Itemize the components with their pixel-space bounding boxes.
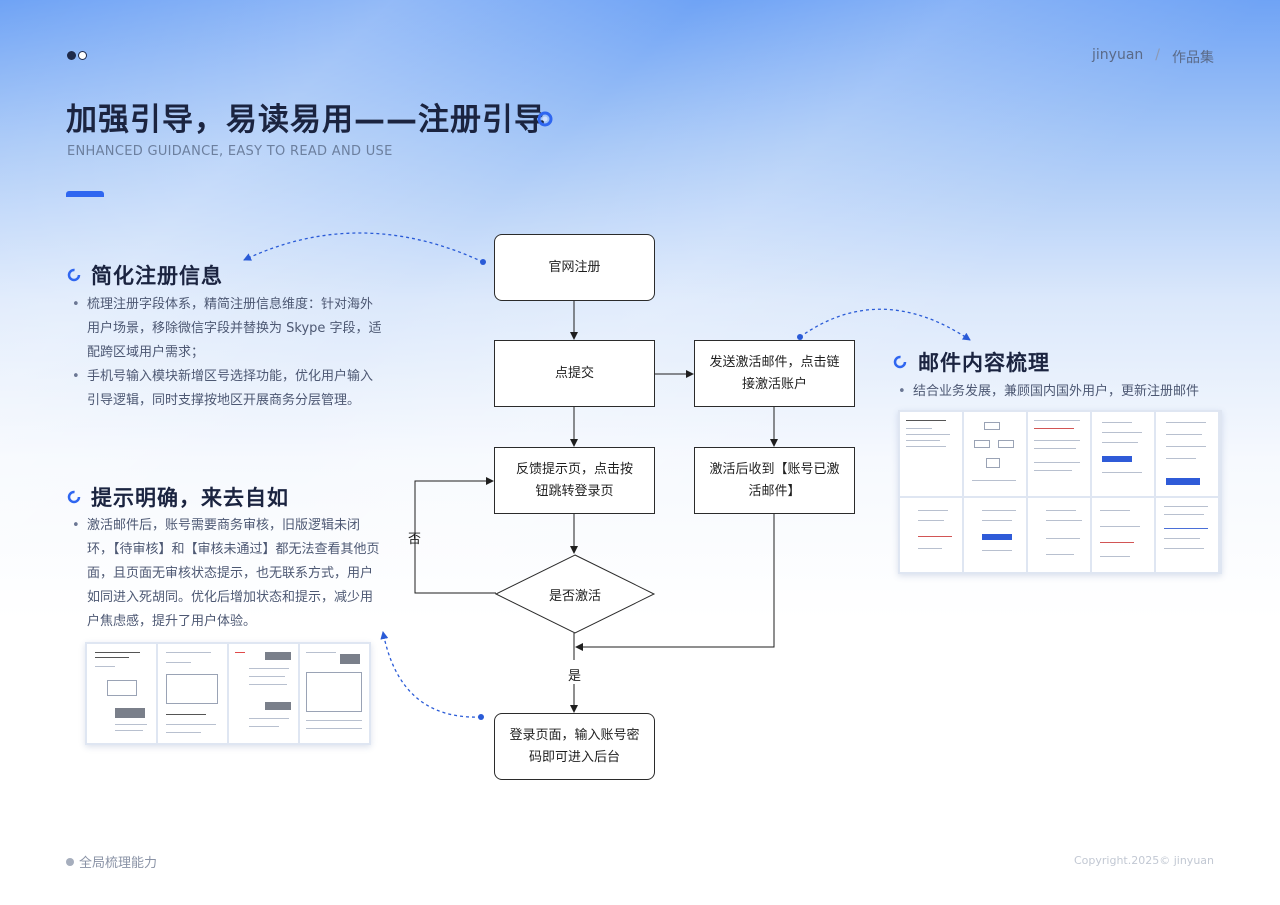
section-ring-icon <box>893 355 907 369</box>
list-item: 结合业务发展，兼顾国内国外用户，更新注册邮件 <box>893 380 1223 404</box>
section-title-simplify: 简化注册信息 <box>91 264 223 288</box>
top-nav: jinyuan / 作品集 <box>1092 47 1214 67</box>
node-register: 官网注册 <box>494 234 655 301</box>
email-bullet-list: 结合业务发展，兼顾国内国外用户，更新注册邮件 <box>893 380 1223 404</box>
footer-dot-icon <box>66 857 74 866</box>
email-thumbnails <box>898 410 1222 574</box>
thumbnail[interactable] <box>900 412 962 496</box>
list-item: 梳理注册字段体系，精简注册信息维度：针对海外用户场景，移除微信字段并替换为 Sk… <box>67 293 385 365</box>
thumbnail[interactable] <box>1092 498 1154 572</box>
node-login: 登录页面，输入账号密码即可进入后台 <box>494 713 655 780</box>
annotation-dot <box>480 259 486 265</box>
node-feedback: 反馈提示页，点击按钮跳转登录页 <box>494 447 655 514</box>
clarity-bullet-list: 激活邮件后，账号需要商务审核，旧版逻辑未闭环，【待审核】和【审核未通过】都无法查… <box>67 514 385 634</box>
nav-separator: / <box>1155 47 1160 63</box>
annotation-dot <box>797 334 803 340</box>
thumbnail[interactable] <box>964 498 1026 572</box>
footer-left: 全局梳理能力 <box>66 852 157 871</box>
section-ring-icon <box>67 490 81 504</box>
label-yes: 是 <box>568 669 582 684</box>
thumbnail[interactable] <box>1028 412 1090 496</box>
simplify-bullet-list: 梳理注册字段体系，精简注册信息维度：针对海外用户场景，移除微信字段并替换为 Sk… <box>67 293 385 413</box>
footer-copyright: Copyright.2025© jinyuan <box>1073 854 1214 867</box>
node-label: 是否激活 <box>548 588 601 604</box>
thumbnail[interactable] <box>1156 498 1218 572</box>
thumbnail[interactable] <box>1092 412 1154 496</box>
section-title-clarity: 提示明确，来去自如 <box>91 486 289 510</box>
thumbnail[interactable] <box>87 644 156 743</box>
node-send-mail: 发送激活邮件，点击链接激活账户 <box>694 340 855 407</box>
thumbnail[interactable] <box>1156 412 1218 496</box>
section-title-email: 邮件内容梳理 <box>918 351 1050 375</box>
connector-decision-no <box>414 477 496 594</box>
node-label: 发送激活邮件，点击链接激活账户 <box>709 354 840 392</box>
node-activated-mail: 激活后收到【账号已激活邮件】 <box>694 447 855 514</box>
node-submit: 点提交 <box>494 340 655 407</box>
node-label: 激活后收到【账号已激活邮件】 <box>709 461 840 499</box>
ring-icon <box>537 111 553 127</box>
thumbnail[interactable] <box>964 412 1026 496</box>
page-title: 加强引导，易读易用——注册引导 <box>66 102 546 138</box>
thumbnail[interactable] <box>158 644 227 743</box>
footer-left-text: 全局梳理能力 <box>79 856 158 871</box>
node-label: 官网注册 <box>548 259 601 275</box>
node-label: 点提交 <box>554 365 594 381</box>
node-label: 反馈提示页，点击按钮跳转登录页 <box>515 461 633 499</box>
section-ring-icon <box>67 268 81 282</box>
annotation-dot <box>478 714 484 720</box>
thumbnail[interactable] <box>300 644 369 743</box>
connector-activated-merge <box>575 513 775 651</box>
page-subtitle: ENHANCED GUIDANCE, EASY TO READ AND USE <box>67 144 393 159</box>
hollow-dot-icon <box>78 51 87 60</box>
decision-diamond <box>494 554 656 634</box>
label-no: 否 <box>408 532 422 547</box>
node-decision: 是否激活 <box>496 555 654 633</box>
brand-name[interactable]: jinyuan <box>1092 47 1144 63</box>
annotation-arc-simplify <box>243 232 484 263</box>
accent-bar <box>66 191 104 197</box>
page-indicator <box>67 51 87 60</box>
list-item: 手机号输入模块新增区号选择功能，优化用户输入引导逻辑，同时支撑按地区开展商务分层… <box>67 365 385 413</box>
annotation-arc-email <box>799 308 971 341</box>
status-page-thumbnails <box>85 642 371 745</box>
list-item: 激活邮件后，账号需要商务审核，旧版逻辑未闭环，【待审核】和【审核未通过】都无法查… <box>67 514 385 634</box>
thumbnail[interactable] <box>900 498 962 572</box>
filled-dot-icon <box>67 51 76 60</box>
nav-portfolio-link[interactable]: 作品集 <box>1172 50 1214 66</box>
thumbnail[interactable] <box>229 644 298 743</box>
node-label: 登录页面，输入账号密码即可进入后台 <box>509 727 640 765</box>
annotation-arc-clarity <box>380 631 482 718</box>
thumbnail[interactable] <box>1028 498 1090 572</box>
